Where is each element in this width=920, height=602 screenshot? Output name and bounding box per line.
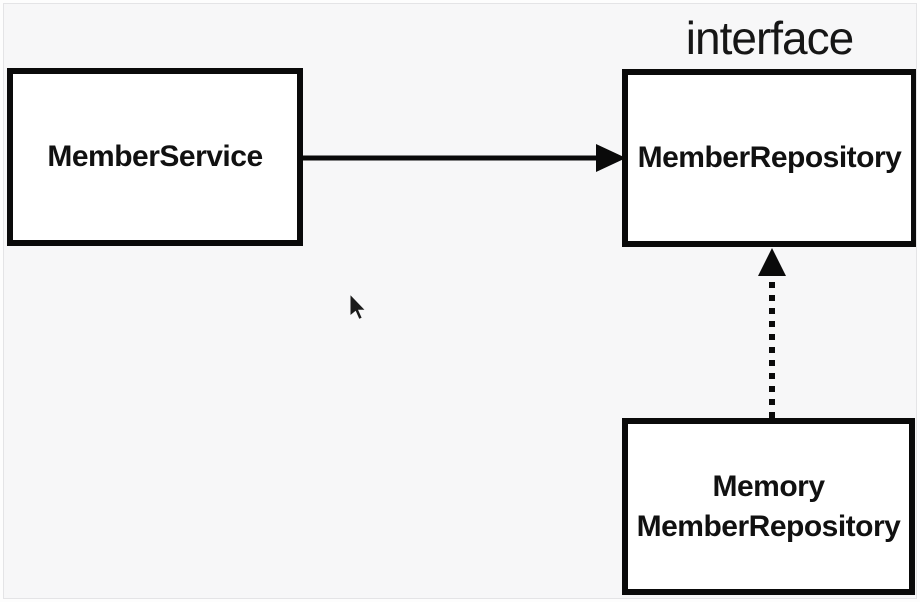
node-member-service: MemberService	[7, 68, 303, 246]
interface-label: interface	[685, 12, 854, 64]
memory-label-line2: MemberRepository	[636, 509, 901, 543]
node-member-repository-label: MemberRepository	[637, 141, 902, 175]
node-member-service-label: MemberService	[47, 140, 263, 174]
dependency-arrow	[303, 144, 626, 172]
memory-label-line1: Memory	[712, 469, 825, 503]
node-member-repository: MemberRepository	[622, 69, 917, 247]
implements-arrow	[758, 248, 786, 418]
node-memory-member-repository: Memory MemberRepository	[622, 418, 915, 595]
node-memory-member-repository-label: Memory MemberRepository	[637, 467, 901, 547]
